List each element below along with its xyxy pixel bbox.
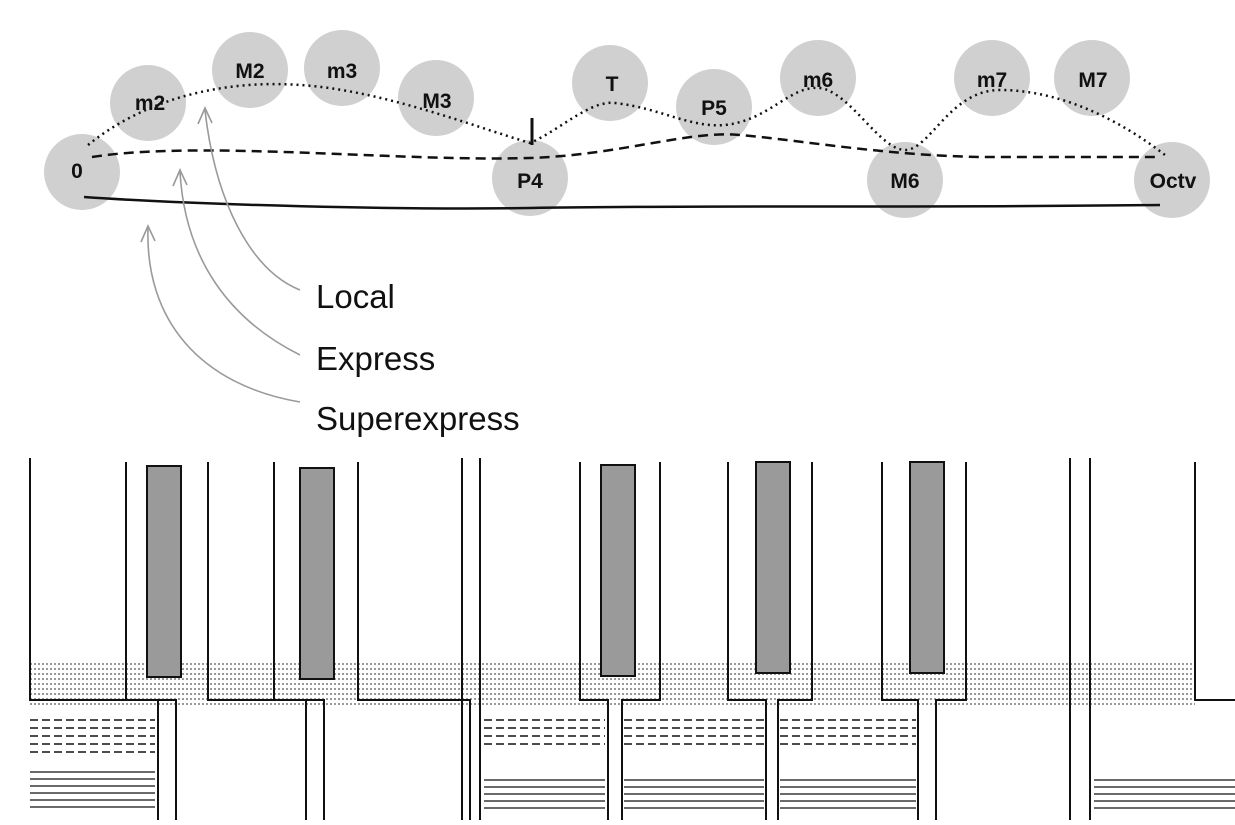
- keyboard-track: [29, 458, 1235, 820]
- halo-m6: [780, 40, 856, 116]
- interval-label: m3: [327, 60, 357, 83]
- halo-M2: [212, 32, 288, 108]
- black-key: [755, 461, 791, 674]
- route-label-superexpress: Superexpress: [316, 400, 520, 437]
- halo-M7: [1054, 40, 1130, 116]
- callout-arrows: [140, 106, 301, 403]
- black-key: [299, 467, 335, 680]
- route-label-local: Local: [316, 278, 395, 315]
- halo-m7: [954, 40, 1030, 116]
- local-callout-arrow: [204, 109, 301, 291]
- interval-label: m2: [135, 92, 165, 115]
- black-key: [146, 465, 182, 678]
- interval-label: Octv: [1150, 170, 1197, 193]
- interval-label: m6: [803, 69, 833, 92]
- interval-label: 0: [71, 160, 83, 183]
- interval-label: M2: [235, 60, 264, 83]
- black-key: [909, 461, 945, 674]
- interval-label: T: [606, 73, 619, 96]
- white-key-outlines: [29, 458, 1235, 820]
- local-route-line: [87, 82, 1166, 156]
- halo-m3: [304, 30, 380, 106]
- route-label-express: Express: [316, 340, 435, 377]
- interval-label: P5: [701, 97, 727, 120]
- interval-label: M7: [1078, 69, 1107, 92]
- superexpress-callout-arrowhead: [140, 224, 156, 243]
- superexpress-route-line: [83, 195, 1161, 210]
- express-route-line: [91, 133, 1160, 160]
- interval-label: M3: [422, 90, 451, 113]
- black-key: [600, 464, 636, 677]
- interval-label: M6: [890, 170, 919, 193]
- halo-M6: [867, 142, 943, 218]
- dashed-hatch-blocks: [30, 719, 916, 753]
- black-key-bars: [146, 461, 945, 680]
- halo-M3: [398, 60, 474, 136]
- halo-m2: [110, 65, 186, 141]
- interval-halos: [44, 30, 1210, 218]
- interval-labels: 0 m2 M2 m3 M3 P4 T P5 m6 M6 m7 M7 Octv: [71, 60, 1197, 193]
- solid-hatch-blocks: [30, 771, 1235, 809]
- interval-label: m7: [977, 69, 1007, 92]
- halo-0: [44, 134, 120, 210]
- halo-Octv: [1134, 142, 1210, 218]
- halo-T: [572, 45, 648, 121]
- express-callout-arrow: [179, 171, 301, 356]
- local-callout-arrowhead: [197, 106, 213, 125]
- interval-label: P4: [517, 170, 543, 193]
- superexpress-callout-arrow: [147, 227, 301, 403]
- express-callout-arrowhead: [172, 168, 188, 187]
- halo-P5: [676, 69, 752, 145]
